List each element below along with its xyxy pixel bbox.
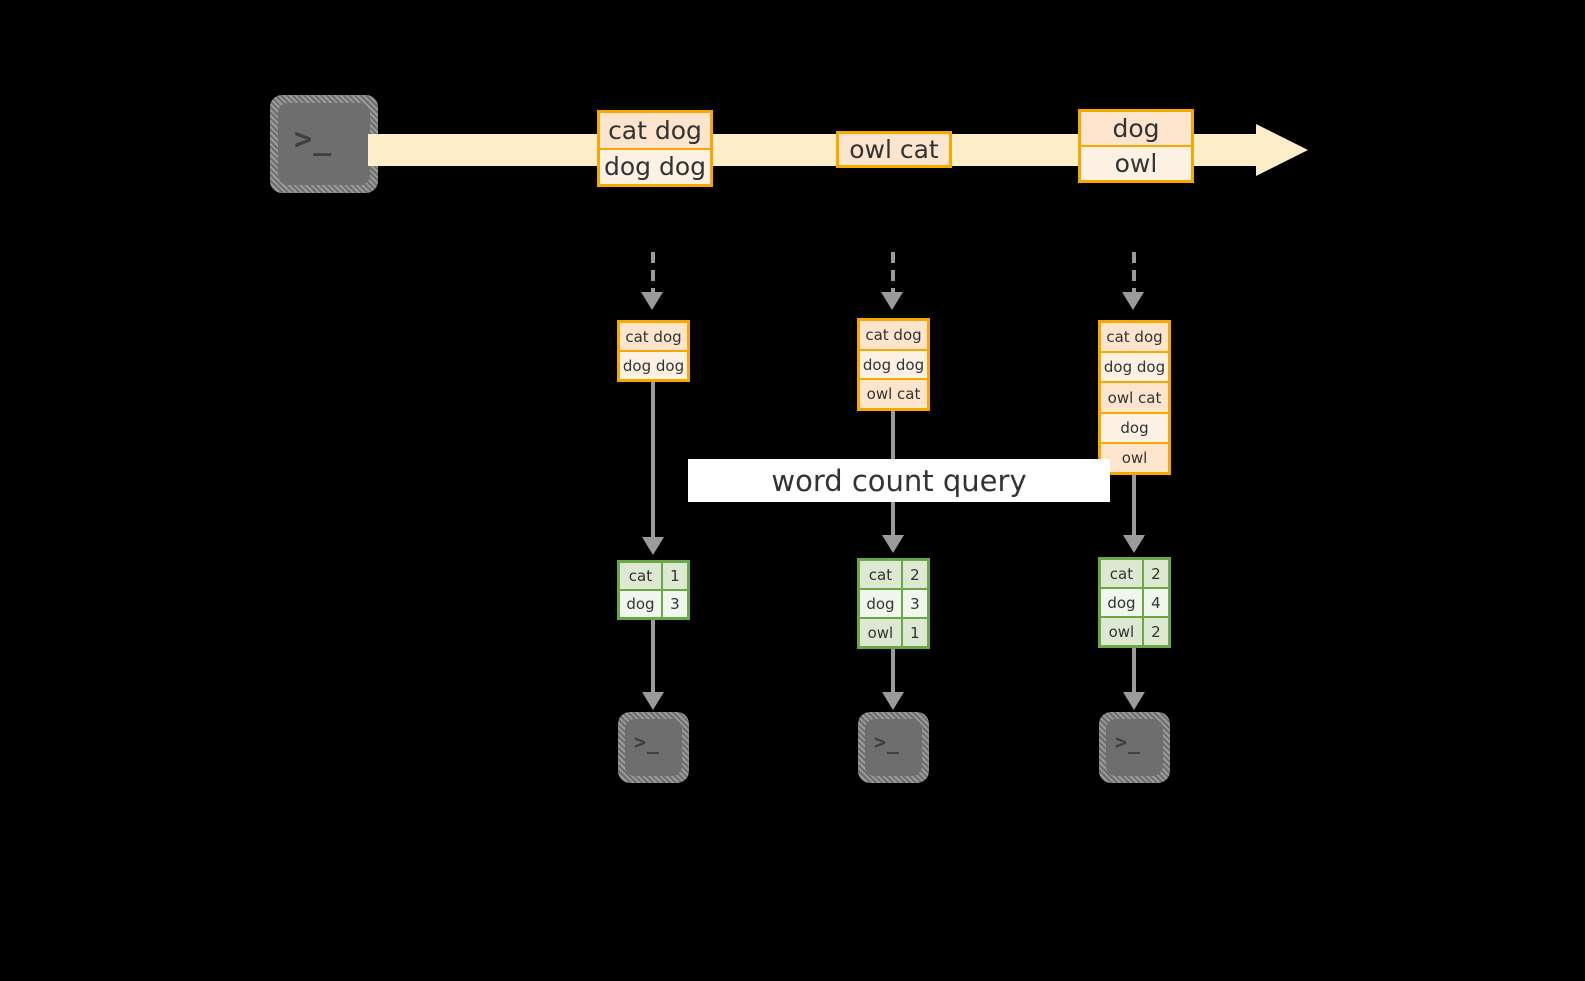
sink-connector-column-3 <box>1132 648 1136 692</box>
sink-connector-column-2 <box>891 649 895 692</box>
sink-connector-column-1 <box>651 620 655 692</box>
result-table-row: dog 4 <box>1101 587 1168 616</box>
result-word: cat <box>860 561 903 588</box>
result-word: dog <box>1101 589 1144 616</box>
stream-to-table-arrowhead <box>641 292 663 310</box>
input-table-row: cat dog <box>860 321 927 349</box>
result-count: 2 <box>1143 560 1168 587</box>
stream-event: owl <box>1081 145 1191 180</box>
stream-batch-2: owl cat <box>836 131 952 168</box>
result-count: 3 <box>902 590 927 617</box>
result-count: 3 <box>662 591 687 617</box>
stream-event: dog <box>1081 112 1191 145</box>
stream-event: dog dog <box>600 147 710 184</box>
input-table-row: dog dog <box>620 350 687 379</box>
input-table-column-1: cat dog dog dog <box>617 320 690 382</box>
stream-event: cat dog <box>600 113 710 148</box>
input-table-row: owl <box>1101 441 1168 473</box>
stream-batch-3: dog owl <box>1078 109 1194 183</box>
result-table-column-3: cat 2 dog 4 owl 2 <box>1098 557 1171 648</box>
result-count: 1 <box>902 619 927 646</box>
stream-to-table-connector <box>891 252 895 292</box>
result-table-row: owl 2 <box>1101 616 1168 645</box>
terminal-prompt-glyph: >_ <box>1115 730 1141 754</box>
input-table-row: owl cat <box>860 378 927 409</box>
terminal-prompt-glyph: >_ <box>294 122 333 157</box>
terminal-screen <box>865 719 922 776</box>
result-word: owl <box>860 619 903 646</box>
result-table-row: dog 3 <box>860 588 927 617</box>
query-connector-column-1 <box>651 382 655 537</box>
stream-arrow-head <box>1256 124 1308 176</box>
terminal-screen <box>1106 719 1163 776</box>
input-table-row: cat dog <box>620 323 687 350</box>
input-table-row: owl cat <box>1101 381 1168 412</box>
sink-connector-arrowhead-column-2 <box>882 692 904 710</box>
terminal-prompt-glyph: >_ <box>634 730 660 754</box>
result-word: dog <box>620 591 663 617</box>
input-table-row: dog dog <box>1101 351 1168 382</box>
stream-to-table-arrowhead <box>881 292 903 310</box>
query-connector-arrowhead-column-2 <box>882 535 904 553</box>
stream-to-table-arrowhead <box>1122 292 1144 310</box>
stream-batch-1: cat dog dog dog <box>597 110 713 187</box>
result-table-column-1: cat 1 dog 3 <box>617 560 690 620</box>
query-label-band: word count query <box>688 459 1110 502</box>
sink-connector-arrowhead-column-3 <box>1123 692 1145 710</box>
input-table-row: cat dog <box>1101 323 1168 352</box>
sink-connector-arrowhead-column-1 <box>642 692 664 710</box>
sink-terminal-icon-column-3: >_ <box>1099 712 1170 783</box>
result-count: 2 <box>902 561 927 588</box>
stream-to-table-connector <box>651 252 655 292</box>
input-table-row: dog <box>1101 411 1168 442</box>
stream-to-table-connector <box>1132 252 1136 292</box>
terminal-prompt-glyph: >_ <box>874 730 900 754</box>
result-table-row: cat 2 <box>860 561 927 588</box>
query-connector-column-3 <box>1132 475 1136 535</box>
query-connector-arrowhead-column-1 <box>642 537 664 555</box>
result-word: cat <box>1101 560 1144 587</box>
result-table-row: owl 1 <box>860 617 927 646</box>
result-count: 2 <box>1143 618 1168 645</box>
sink-terminal-icon-column-1: >_ <box>618 712 689 783</box>
terminal-screen <box>625 719 682 776</box>
result-table-row: cat 1 <box>620 563 687 589</box>
result-count: 4 <box>1143 589 1168 616</box>
result-word: owl <box>1101 618 1144 645</box>
result-word: cat <box>620 563 663 589</box>
result-count: 1 <box>662 563 687 589</box>
terminal-screen <box>278 103 370 185</box>
input-table-column-3: cat dog dog dog owl cat dog owl <box>1098 320 1171 475</box>
result-table-row: cat 2 <box>1101 560 1168 587</box>
input-table-row: dog dog <box>860 348 927 379</box>
sink-terminal-icon-column-2: >_ <box>858 712 929 783</box>
input-table-column-2: cat dog dog dog owl cat <box>857 318 930 411</box>
query-connector-arrowhead-column-3 <box>1123 535 1145 553</box>
result-table-row: dog 3 <box>620 589 687 617</box>
stream-event: owl cat <box>839 134 949 165</box>
result-word: dog <box>860 590 903 617</box>
query-label: word count query <box>771 463 1027 498</box>
result-table-column-2: cat 2 dog 3 owl 1 <box>857 558 930 649</box>
source-terminal-icon: >_ <box>270 95 378 193</box>
